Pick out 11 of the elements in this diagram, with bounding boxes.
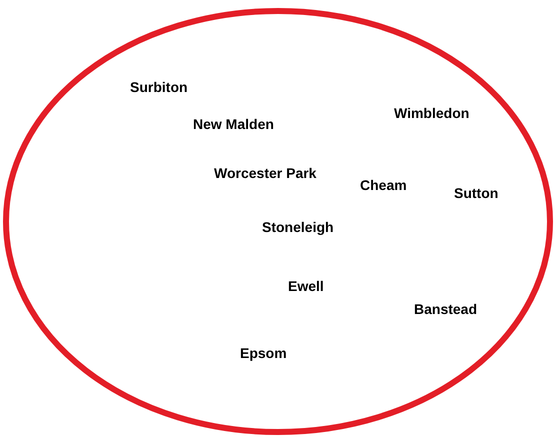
place-name: Ewell [288, 278, 324, 294]
place-name: Wimbledon [394, 105, 470, 121]
place-name: Surbiton [130, 79, 188, 95]
region-ellipse [3, 8, 553, 435]
place-name: Epsom [240, 345, 287, 361]
place-name: Sutton [454, 185, 498, 201]
place-name: Stoneleigh [262, 219, 334, 235]
place-name: New Malden [193, 116, 274, 132]
place-name: Worcester Park [214, 165, 316, 181]
place-name: Cheam [360, 177, 407, 193]
place-name: Banstead [414, 301, 478, 317]
